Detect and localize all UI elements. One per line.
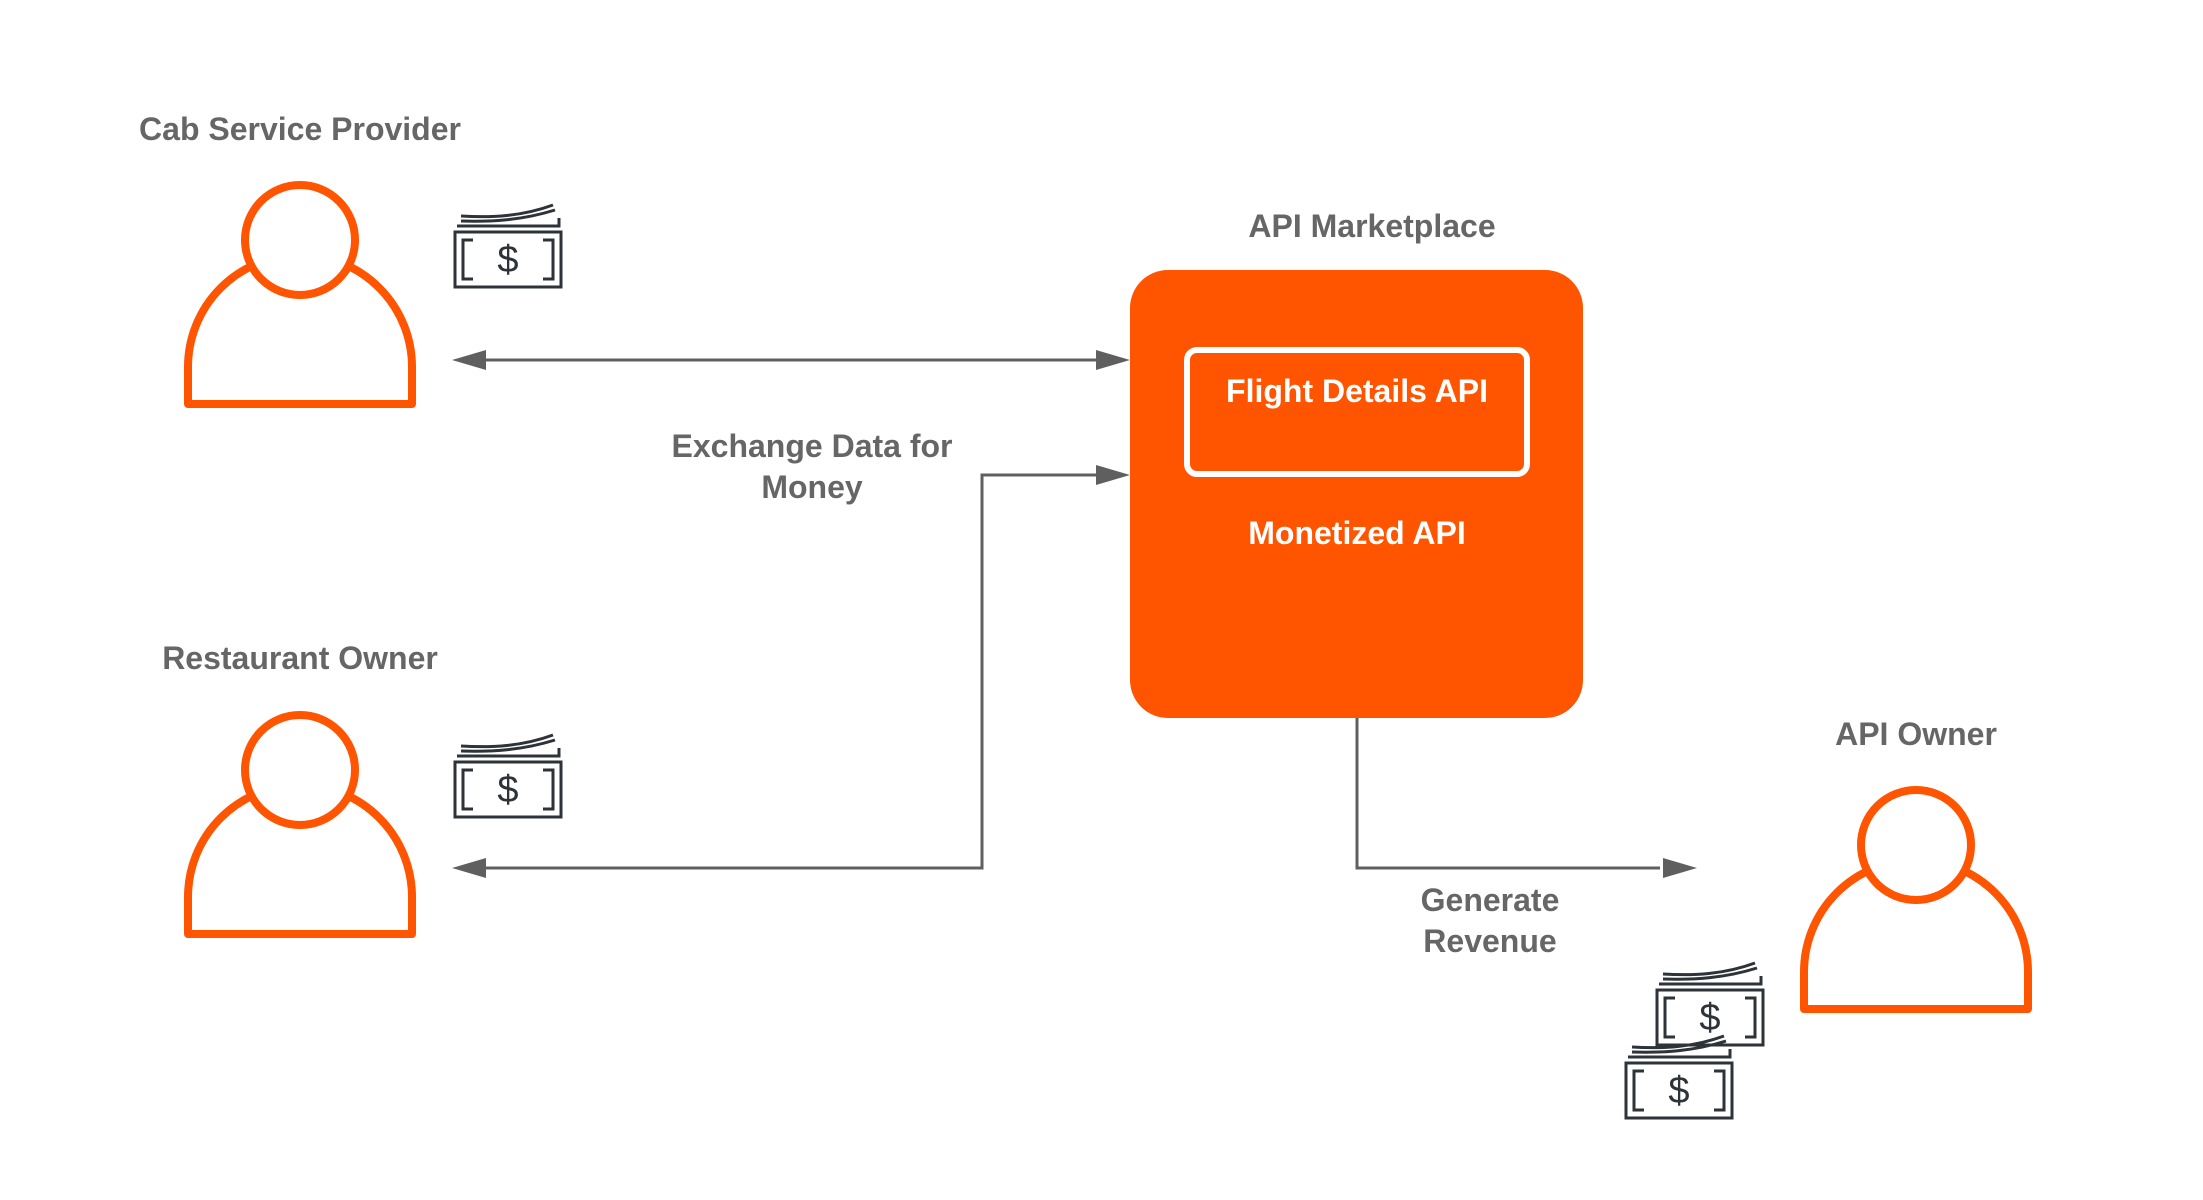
api-owner-money-icon-bottom [1624,1034,1734,1120]
arrowhead-left [452,350,486,370]
api-owner-money-icon-top [1655,961,1765,1047]
exchange-data-label: Exchange Data for Money [671,428,953,505]
arrowhead-right [1096,465,1130,485]
restaurant-exchange-connector [480,473,1100,870]
api-marketplace-label: API Marketplace [1248,208,1496,244]
arrowhead-right [1096,350,1130,370]
api-owner-person-icon [1804,790,2028,1009]
revenue-connector [1355,718,1660,870]
cab-money-icon [453,203,563,289]
cab-service-provider-label: Cab Service Provider [139,111,461,147]
api-marketplace-box [1130,270,1583,718]
monetized-api-label: Monetized API [1248,515,1466,551]
flight-details-api-label: Flight Details API [1226,373,1488,409]
api-owner-label: API Owner [1835,716,1997,752]
arrowhead-right [1663,858,1697,878]
restaurant-owner-label: Restaurant Owner [162,640,438,676]
arrowhead-left [452,858,486,878]
restaurant-owner-person-icon [188,715,412,934]
cab-provider-person-icon [188,185,412,404]
generate-revenue-label: Generate Revenue [1420,882,1560,959]
restaurant-money-icon [453,733,563,819]
flight-details-api-box [1184,347,1530,477]
